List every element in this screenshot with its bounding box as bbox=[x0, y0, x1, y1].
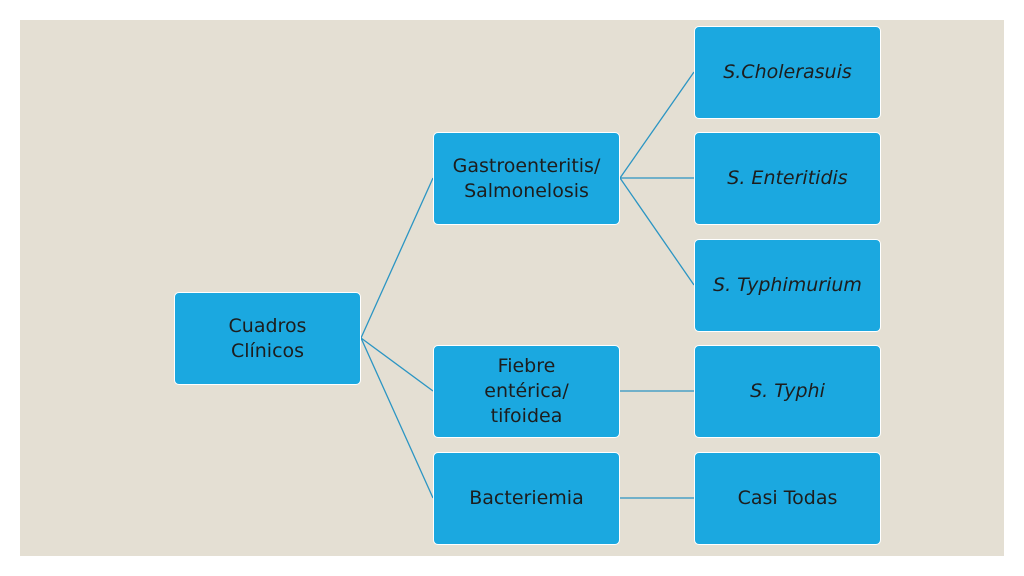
connector-root-gastro bbox=[360, 177, 434, 339]
node-casi-todas: Casi Todas bbox=[694, 452, 881, 545]
connector-root-bact bbox=[360, 337, 434, 499]
node-cuadros-clinicos: Cuadros Clínicos bbox=[174, 292, 361, 385]
node-s-cholerasuis: S.Cholerasuis bbox=[694, 26, 881, 119]
node-bacteriemia: Bacteriemia bbox=[433, 452, 620, 545]
connector-gastro-typhim bbox=[619, 177, 695, 286]
node-s-enteritidis: S. Enteritidis bbox=[694, 132, 881, 225]
connector-gastro-chol bbox=[619, 71, 695, 179]
node-gastroenteritis: Gastroenteritis/ Salmonelosis bbox=[433, 132, 620, 225]
connector-root-fiebre bbox=[360, 337, 434, 392]
node-s-typhimurium: S. Typhimurium bbox=[694, 239, 881, 332]
node-s-typhi: S. Typhi bbox=[694, 345, 881, 438]
node-fiebre-enterica: Fiebre entérica/ tifoidea bbox=[433, 345, 620, 438]
